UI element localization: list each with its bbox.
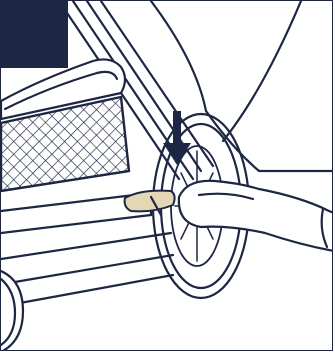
shoe (179, 181, 333, 251)
step-number-badge (1, 1, 68, 68)
brake-pedal (125, 191, 175, 215)
